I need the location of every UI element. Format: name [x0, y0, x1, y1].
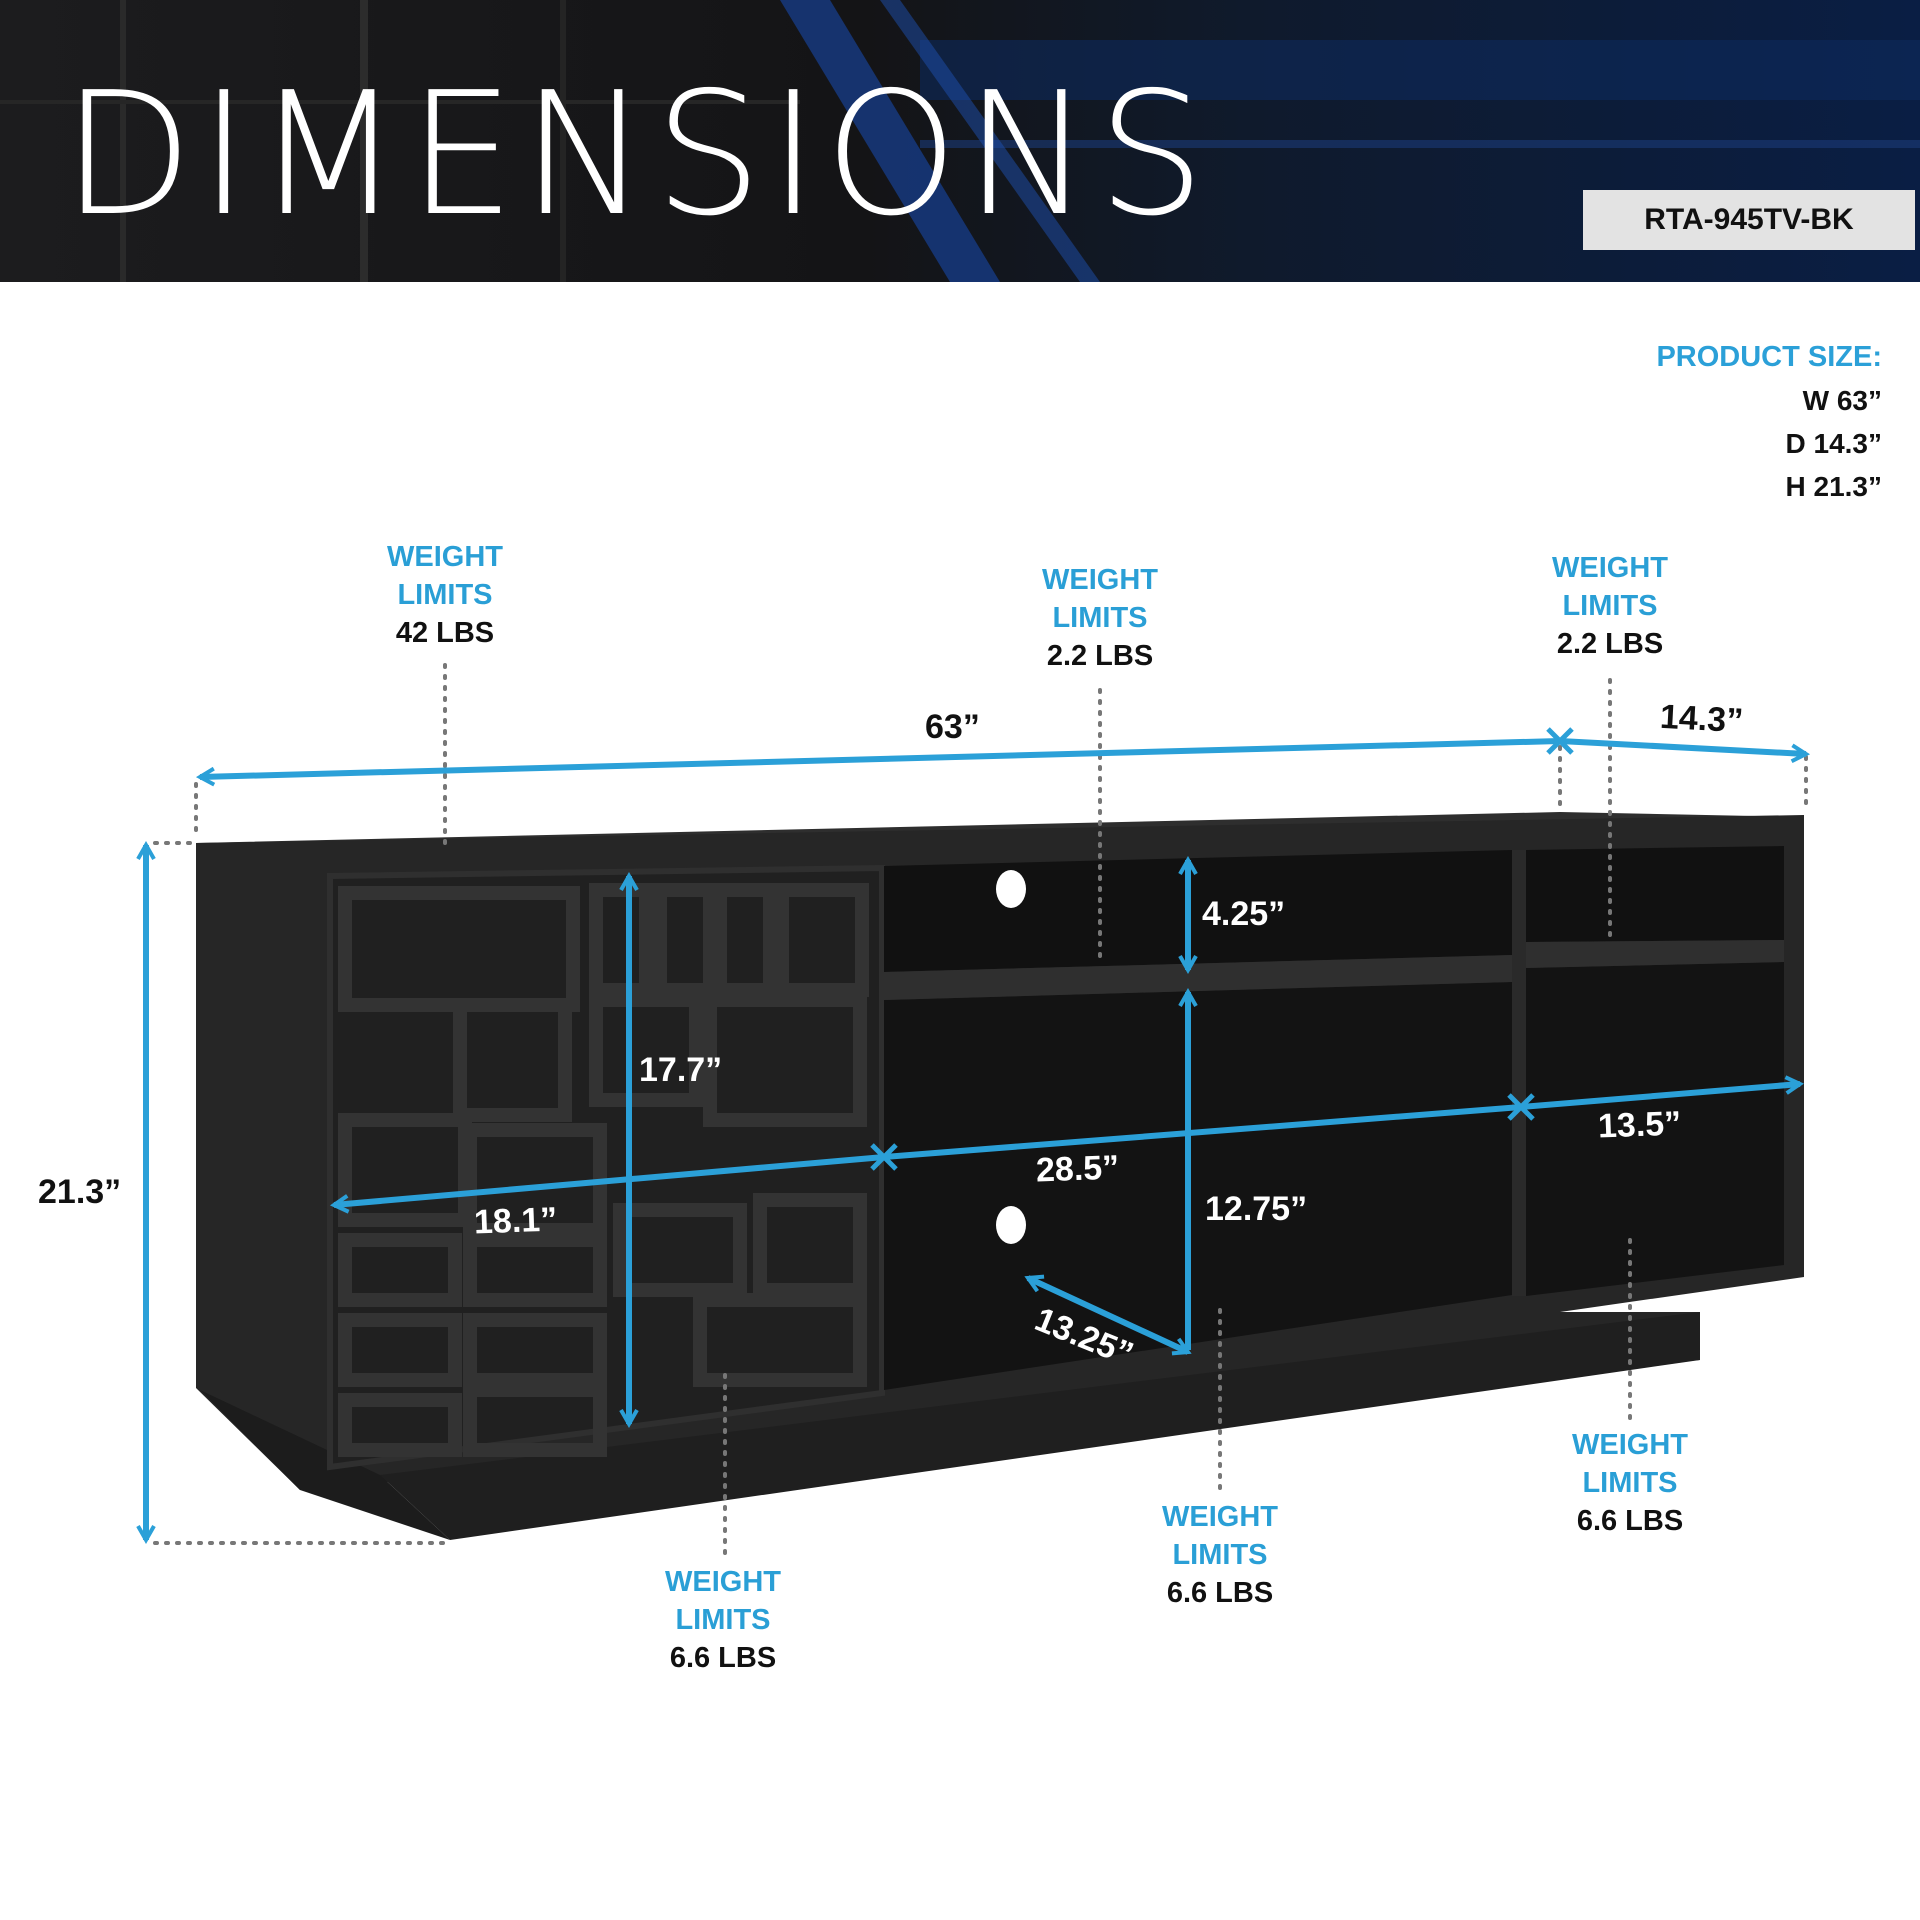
model-number-badge: RTA-945TV-BK	[1583, 190, 1915, 250]
weight-value: 6.6 LBS	[1166, 1577, 1274, 1609]
header-background	[0, 0, 1920, 282]
weight-limit-right-upper: WEIGHT LIMITS 2.2 LBS	[1480, 549, 1740, 663]
weight-value: 6.6 LBS	[1576, 1505, 1684, 1537]
depth-arrow	[1559, 738, 1806, 754]
weight-value: 2.2 LBS	[1556, 628, 1664, 660]
door-width-arrow	[334, 1154, 885, 1205]
right-lower-compartment	[1526, 962, 1784, 1296]
overall-depth-label: 14.3”	[1659, 697, 1745, 741]
dimension-arrows	[146, 727, 1806, 1540]
header-banner: DIMENSIONS RTA-945TV-BK	[0, 0, 1920, 282]
weight-limit-right-bottom: WEIGHT LIMITS 6.6 LBS	[1500, 1426, 1760, 1540]
right-upper-compartment	[1526, 846, 1784, 942]
center-divider	[1512, 850, 1526, 1296]
product-size-heading: PRODUCT SIZE:	[1656, 341, 1882, 373]
width-arrow	[200, 738, 1561, 777]
weight-limit-center-upper: WEIGHT LIMITS 2.2 LBS	[970, 561, 1230, 675]
weight-value: 2.2 LBS	[1046, 640, 1154, 672]
product-height: H 21.3”	[1785, 471, 1883, 502]
tv-stand	[196, 812, 1804, 1540]
lower-opening-label: 12.75”	[1205, 1190, 1308, 1228]
weight-value: 6.6 LBS	[669, 1642, 777, 1674]
weight-value: 42 LBS	[395, 617, 495, 649]
cabinet-base	[380, 1312, 1700, 1540]
overall-height-label: 21.3”	[38, 1173, 122, 1211]
upper-opening-label: 4.25”	[1202, 895, 1286, 933]
upper-cable-hole	[996, 870, 1026, 908]
overall-width-label: 63”	[925, 708, 980, 746]
center-shelf	[884, 955, 1512, 1000]
product-depth: D 14.3”	[1785, 428, 1883, 459]
inner-depth-arrow	[1028, 1278, 1188, 1352]
center-width-arrow	[883, 1104, 1522, 1160]
product-size-panel: PRODUCT SIZE: W 63” D 14.3” H 21.3”	[1656, 336, 1882, 508]
page-title: DIMENSIONS	[62, 56, 1212, 254]
right-width-label: 13.5”	[1597, 1104, 1682, 1146]
cabinet-plinth	[200, 1390, 450, 1540]
lower-cable-hole	[996, 1206, 1026, 1244]
leader-lines	[153, 663, 1808, 1557]
right-width-arrow	[1520, 1084, 1800, 1110]
right-shelf	[1526, 940, 1784, 968]
weight-limit-door-cabinet: WEIGHT LIMITS 6.6 LBS	[593, 1563, 853, 1677]
door-width-label: 18.1”	[473, 1200, 558, 1242]
product-width: W 63”	[1802, 385, 1882, 416]
center-upper-compartment	[884, 850, 1512, 972]
weight-limit-center-bottom: WEIGHT LIMITS 6.6 LBS	[1090, 1498, 1350, 1612]
junction-crosses	[870, 727, 1574, 1171]
weight-limit-top: WEIGHT LIMITS 42 LBS	[315, 538, 575, 652]
door-height-label: 17.7”	[639, 1051, 723, 1089]
center-width-label: 28.5”	[1035, 1148, 1120, 1190]
